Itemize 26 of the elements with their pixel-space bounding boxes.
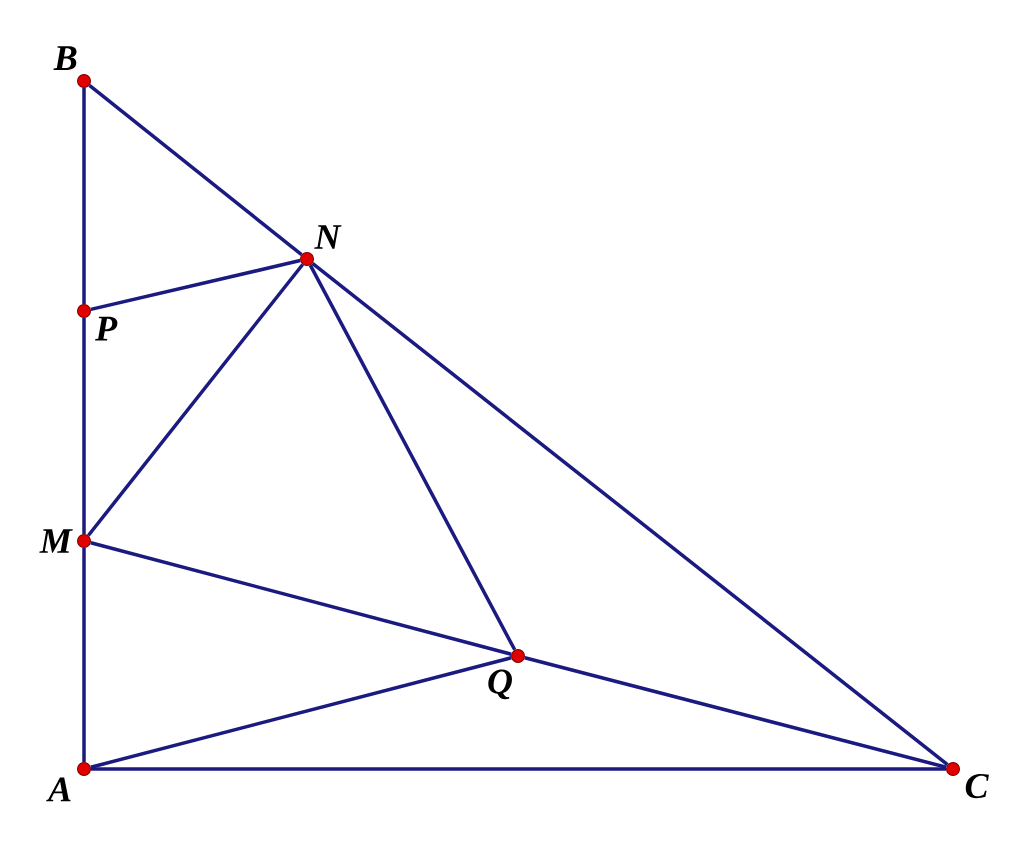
- line-segment: [82, 548, 86, 762]
- node-label: Q: [488, 669, 512, 700]
- labeled-point: P: [77, 304, 118, 341]
- line-segment: [90, 541, 512, 656]
- labeled-point: B: [53, 46, 91, 88]
- line-segment: [90, 258, 301, 312]
- line-segment: [88, 84, 303, 256]
- node-label: A: [46, 777, 71, 802]
- node-label: M: [39, 529, 73, 553]
- labeled-point: M: [39, 529, 91, 553]
- line-segment: [524, 656, 947, 769]
- labeled-point: A: [46, 762, 91, 802]
- labeled-point: N: [300, 225, 342, 266]
- line-segment: [82, 318, 86, 534]
- node-label: C: [965, 773, 989, 799]
- line-segment: [311, 261, 949, 767]
- line-segment: [86, 263, 305, 537]
- line-segment: [308, 264, 517, 651]
- node-label: P: [95, 316, 118, 341]
- line-segment: [90, 656, 512, 769]
- labeled-point: Q: [488, 649, 525, 700]
- node-label: N: [314, 225, 342, 249]
- line-segment: [91, 767, 946, 771]
- line-segment: [82, 88, 86, 304]
- node-label: B: [53, 46, 77, 70]
- labeled-point: C: [946, 762, 989, 799]
